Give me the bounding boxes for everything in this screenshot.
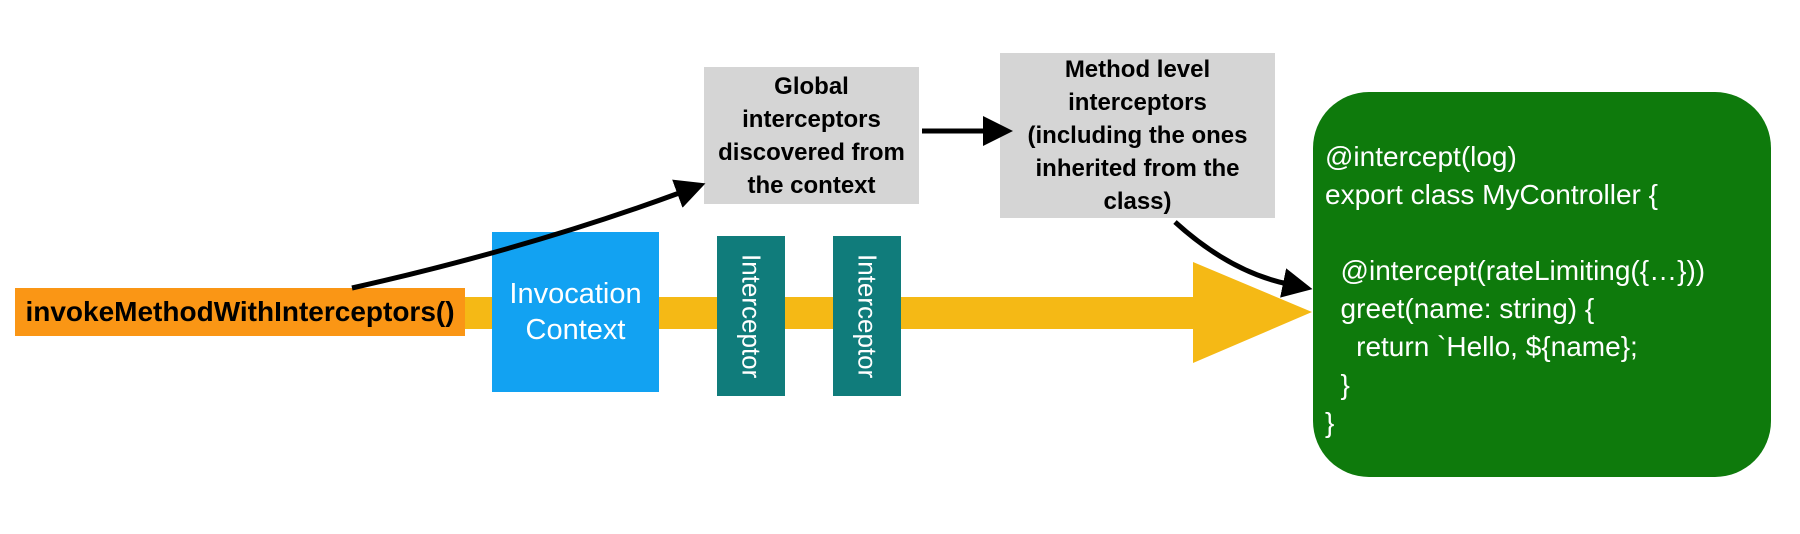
controller-code: @intercept(log) export class MyControlle… <box>1325 141 1706 438</box>
interceptor-label-1: Interceptor <box>736 253 767 379</box>
interceptor-box-1: Interceptor <box>717 236 785 396</box>
invocation-context-label: Invocation Context <box>509 278 642 346</box>
invocation-context-box: Invocation Context <box>492 232 659 392</box>
arrow-method-to-code <box>1173 220 1313 298</box>
interceptor-label-2: Interceptor <box>852 253 883 379</box>
global-interceptors-label: Global interceptors discovered from the … <box>718 72 905 199</box>
global-interceptors-box: Global interceptors discovered from the … <box>704 67 919 204</box>
interceptor-box-2: Interceptor <box>833 236 901 396</box>
controller-code-box: @intercept(log) export class MyControlle… <box>1313 92 1771 477</box>
method-interceptors-box: Method level interceptors (including the… <box>1000 53 1275 218</box>
method-interceptors-label: Method level interceptors (including the… <box>1027 56 1248 215</box>
invoke-method-box: invokeMethodWithInterceptors() <box>15 288 465 336</box>
invoke-method-label: invokeMethodWithInterceptors() <box>25 296 455 327</box>
